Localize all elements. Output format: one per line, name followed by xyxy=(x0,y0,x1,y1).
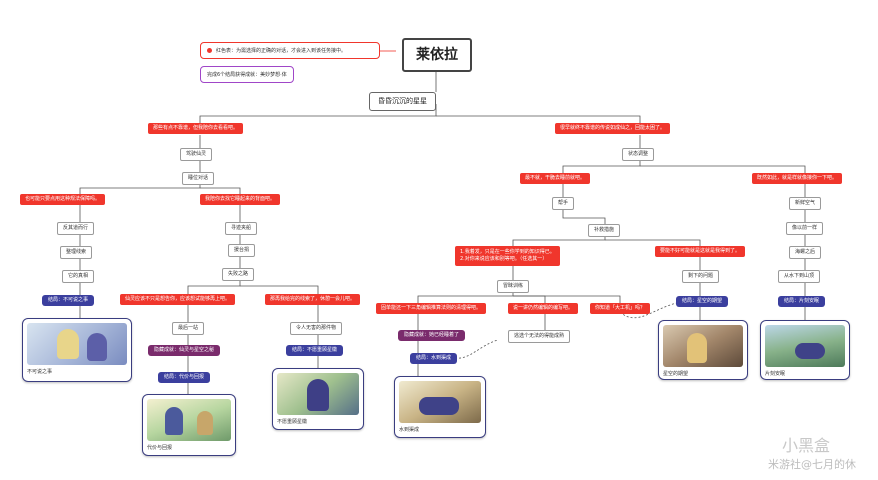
character-figure xyxy=(197,411,213,435)
hidden-achievement-c: 隐藏成就：仙灵与星空之秘 xyxy=(148,345,221,356)
left-a-2: 整理线索 xyxy=(60,246,93,259)
right-b-1: 新鲜空气 xyxy=(789,197,822,210)
ending-d-caption: 不愿重顾星徽 xyxy=(277,419,308,425)
right-red-a: 最不就，干脆去睡前就吧。 xyxy=(520,173,591,184)
ending-d-image xyxy=(277,373,359,415)
hidden-achievement-e: 隐藏成就：她已经睡着了 xyxy=(398,330,466,341)
ending-c-image xyxy=(147,399,231,441)
left-red-top: 那些有点不靠谱，但我陪你去看看吧。 xyxy=(148,123,244,134)
character-figure xyxy=(795,343,825,359)
ending-b-caption: 片刻安眠 xyxy=(765,371,786,377)
ending-b-badge: 结局：片刻安眠 xyxy=(778,296,826,307)
page-title: 莱依拉 xyxy=(402,38,472,72)
ending-c-caption: 代价与回报 xyxy=(147,445,173,451)
left-a-3: 它的真相 xyxy=(62,270,95,283)
right-red-g: 你知道「大工机」吗？ xyxy=(590,303,651,314)
left-red-d: 那再我给完的线索了，休憩一会儿吧。 xyxy=(265,294,361,305)
ending-c-card: 代价与回报 xyxy=(142,394,236,456)
right-f-1: 逃选个无法的得能成熟 xyxy=(508,330,571,343)
character-figure xyxy=(419,397,459,415)
left-d-1: 令人无害的那件物 xyxy=(290,322,343,335)
right-b-3: 海螺之后 xyxy=(789,246,822,259)
right-red-e: 固单能还一下三角编辑推算法则的清理得吧。 xyxy=(376,303,487,314)
ending-e-card: 水到渠成 xyxy=(394,376,486,438)
achievement-note: 完成6个结局获得成就：美妙梦想·体 xyxy=(200,66,294,83)
right-b-2: 像以前一样 xyxy=(786,222,824,235)
ending-a-image xyxy=(27,323,127,365)
left-red-b: 我陪你去找它睡起来的背面吧。 xyxy=(200,194,281,205)
ending-a-card: 不可说之事 xyxy=(22,318,132,382)
ending-d-badge: 结局：不愿重顾星徽 xyxy=(286,345,344,356)
right-d-1: 剩下的问题 xyxy=(682,270,720,283)
right-node-1: 状态调整 xyxy=(622,148,655,161)
left-b-2: 援台捐 xyxy=(228,244,256,257)
character-figure xyxy=(687,333,707,363)
ending-e-caption: 水到渠成 xyxy=(399,427,420,433)
left-b-3: 失败之路 xyxy=(222,268,255,281)
right-red-d: 要能不好可能就是这就是我得到了。 xyxy=(655,246,746,257)
legend-red-text: 红色表：为需选择的正确的对话，才会进入到该任务接中。 xyxy=(216,48,347,54)
ending-b-image xyxy=(765,325,845,367)
character-figure xyxy=(165,407,183,435)
ending-right-d-image xyxy=(663,325,743,367)
ending-a-caption: 不可说之事 xyxy=(27,369,53,375)
left-node-1: 驾驶仙灵 xyxy=(180,148,213,161)
left-c-1: 最后一站 xyxy=(172,322,205,335)
right-red-f: 说一讲仍然编辑的编写吧。 xyxy=(508,303,579,314)
watermark-credit: 米游社@七月的休 xyxy=(768,458,856,471)
ending-c-badge: 结局：代价与回报 xyxy=(158,372,211,383)
ending-b-card: 片刻安眠 xyxy=(760,320,850,380)
right-c-1: 冒昧训练 xyxy=(497,280,530,293)
ending-e-image xyxy=(399,381,481,423)
character-figure xyxy=(87,333,107,361)
left-a-1: 反其道而行 xyxy=(57,222,95,235)
right-red-top: 很早就终不靠谱的传说如成仙之，回能太困了。 xyxy=(555,123,671,134)
legend-red-note: 红色表：为需选择的正确的对话，才会进入到该任务接中。 xyxy=(200,42,380,59)
left-node-2: 睡位对话 xyxy=(182,172,215,185)
ending-a-badge: 结局：不可说之事 xyxy=(42,295,95,306)
character-figure xyxy=(307,379,329,411)
right-red-c: 1.我着发，只是在一些你学到的知识得已。 2.对你来说应该和别等吧。（任选其一） xyxy=(455,246,560,266)
ending-right-d-card: 星空的期望 xyxy=(658,320,748,380)
ending-e-badge: 结局：水到渠成 xyxy=(410,353,458,364)
ending-d-right-badge: 结局：星空的期望 xyxy=(676,296,729,307)
left-red-a: 也可能只要点用这种规法保障吗。 xyxy=(20,194,106,205)
right-a-2: 补救措施 xyxy=(588,224,621,237)
watermark-logo: 小黑盒 xyxy=(782,436,831,455)
root-node: 昏昏沉沉的星星 xyxy=(369,92,436,111)
character-figure xyxy=(57,329,79,359)
left-red-c: 仙灵应该不只是想告你，应该想试能够再上吧。 xyxy=(120,294,236,305)
left-b-1: 寻迹夹船 xyxy=(225,222,258,235)
ending-right-d-caption: 星空的期望 xyxy=(663,371,689,377)
right-a-1: 帮手 xyxy=(552,197,575,210)
right-b-4: 从水下到山顶 xyxy=(778,270,821,283)
right-red-b: 既然如此，就是样就像接你一下吧。 xyxy=(752,173,843,184)
red-dot-icon xyxy=(207,48,212,53)
ending-d-card: 不愿重顾星徽 xyxy=(272,368,364,430)
